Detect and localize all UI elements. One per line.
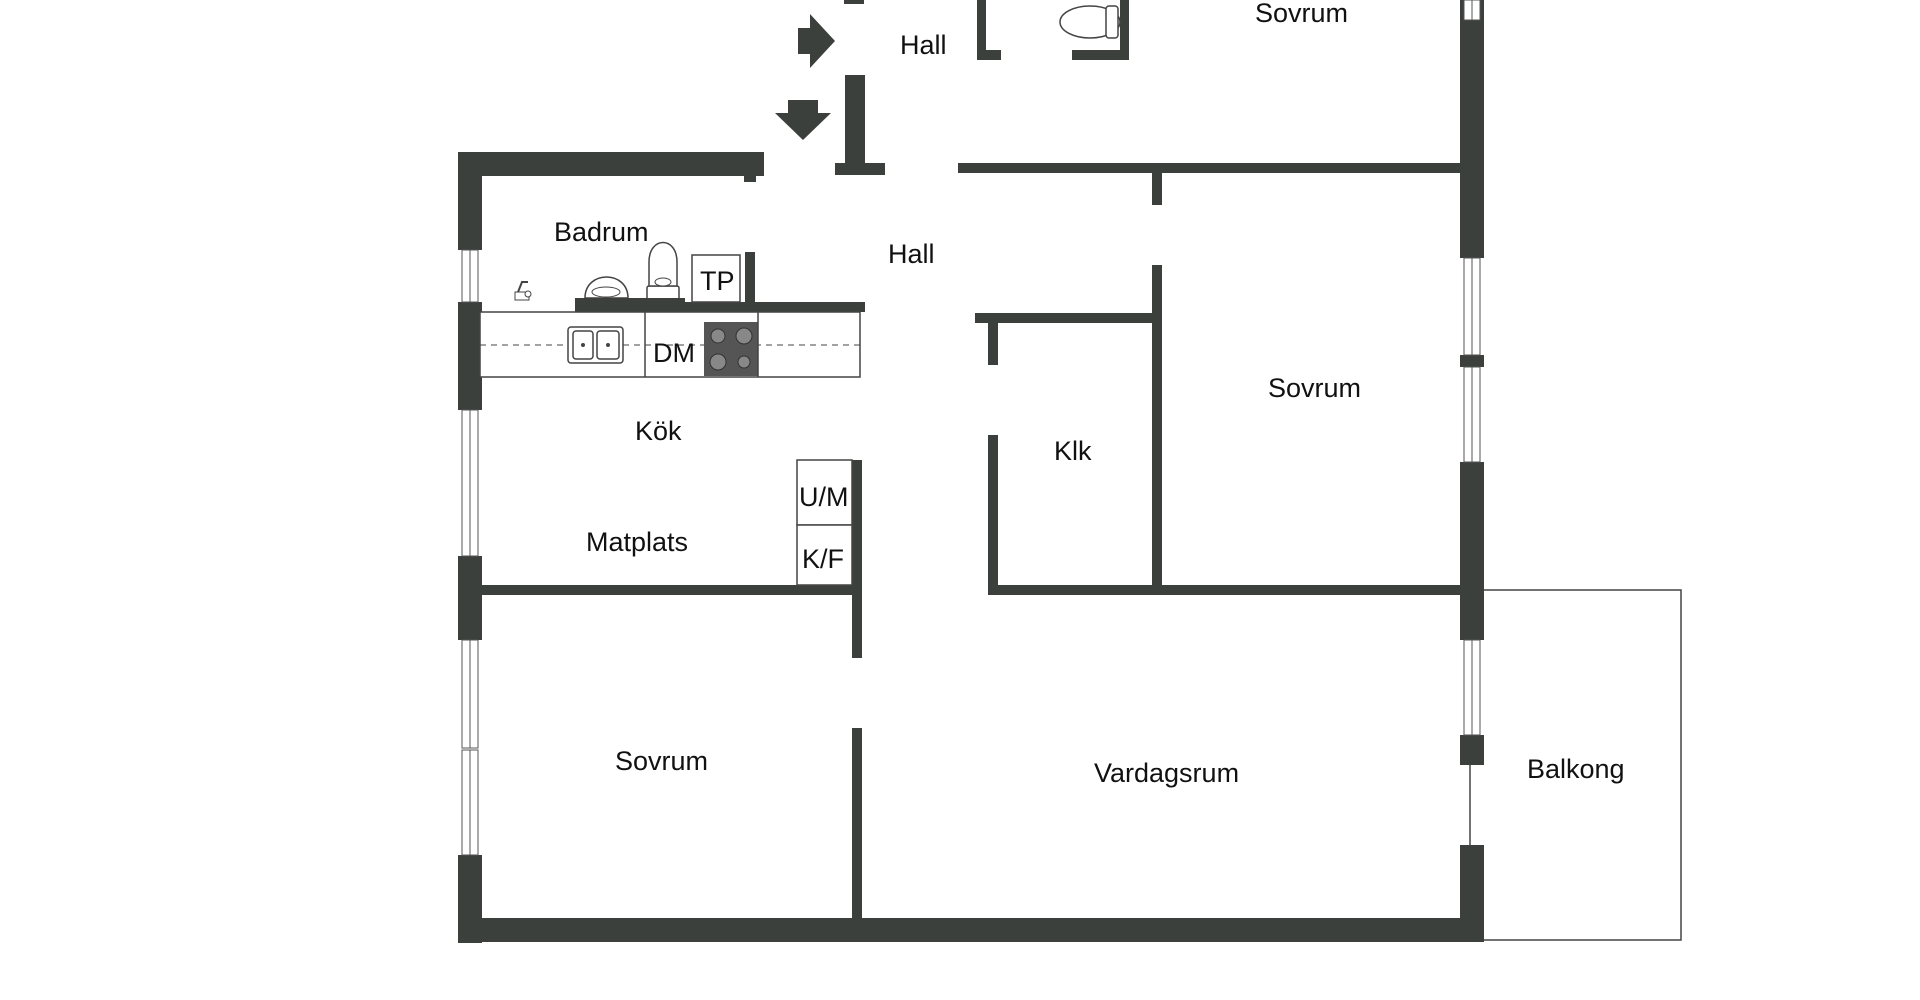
windows (461, 0, 1481, 856)
sink-icon (584, 276, 629, 299)
room-label-closet: Klk (1054, 436, 1092, 466)
kitchen-sink-icon (567, 326, 624, 364)
kf-cabinet (796, 524, 853, 586)
label-um: U/M (799, 482, 849, 512)
label-tp: TP (700, 266, 735, 296)
label-dm: DM (653, 338, 695, 368)
interior-walls (480, 0, 1463, 923)
stove-icon (704, 322, 758, 376)
room-label-kitchen: Kök (635, 416, 682, 446)
wall-base-bathroom (575, 298, 685, 304)
entry-arrow-down-icon (775, 100, 831, 140)
faucet-icon (514, 281, 532, 301)
toilet-icon (1059, 5, 1121, 39)
room-label-bedroom-top: Sovrum (1255, 0, 1348, 28)
room-label-bedroom-right: Sovrum (1268, 373, 1361, 403)
room-label-bedroom-left: Sovrum (615, 746, 708, 776)
exterior-walls (458, 0, 1484, 943)
room-label-dining: Matplats (586, 527, 688, 557)
room-label-bathroom: Badrum (554, 217, 649, 247)
label-kf: K/F (802, 544, 844, 574)
room-label-living: Vardagsrum (1094, 758, 1239, 788)
room-label-hall-main: Hall (888, 239, 935, 269)
toilet-icon (646, 241, 680, 301)
tp-box (691, 254, 741, 303)
room-label-balcony: Balkong (1527, 754, 1625, 784)
kitchen-counter (479, 311, 861, 378)
entry-arrow-right-icon (798, 14, 835, 68)
room-label-hall-upper: Hall (900, 30, 947, 60)
